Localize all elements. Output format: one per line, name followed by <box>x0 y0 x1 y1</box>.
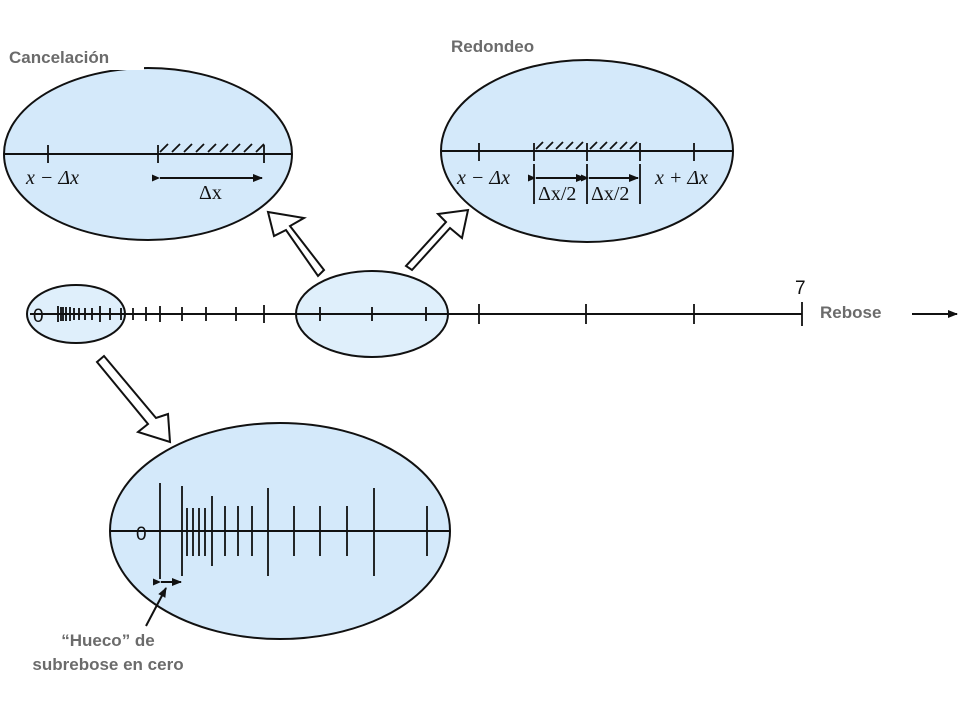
gap-pointer-arrow <box>145 587 167 627</box>
rounding-label-bg <box>446 32 556 60</box>
rounding-x-plus-dx: x + Δx <box>654 167 708 189</box>
cancellation-label-bg <box>4 44 144 70</box>
callout-arrow-cancellation <box>266 210 326 278</box>
rounding-x-minus-dx: x − Δx <box>456 167 510 189</box>
underflow-zero-label: 0 <box>136 524 147 545</box>
underflow-gap-label-line2: subrebose en cero <box>32 655 183 674</box>
rounding-hatch <box>535 141 638 150</box>
underflow-zoom: 0 <box>109 422 451 640</box>
rounding-half-dx-left: Δx/2 <box>538 183 576 205</box>
cancellation-hatch <box>159 143 265 153</box>
cancellation-x-minus-dx: x − Δx <box>25 167 79 189</box>
overflow-label: Rebose <box>820 303 881 322</box>
callout-arrow-rounding <box>404 208 470 272</box>
underflow-gap-label-line1: “Hueco” de <box>61 631 155 650</box>
cancellation-label: Cancelación <box>9 48 109 67</box>
main-number-line <box>30 302 958 326</box>
mid-region-ticks <box>296 307 448 321</box>
zero-region-ticks <box>30 306 125 322</box>
rounding-half-dx-right: Δx/2 <box>591 183 629 205</box>
underflow-ticks <box>159 483 428 579</box>
rounding-label: Redondeo <box>451 37 534 56</box>
axis-max-label: 7 <box>795 278 806 299</box>
axis-zero-label: 0 <box>33 306 44 327</box>
callout-arrow-underflow <box>95 354 172 444</box>
rounding-zoom: x − Δx x + Δx Δx/2 Δx/2 <box>440 59 734 243</box>
cancellation-zoom: x − Δx Δx <box>3 67 293 241</box>
cancellation-dx: Δx <box>199 182 222 204</box>
